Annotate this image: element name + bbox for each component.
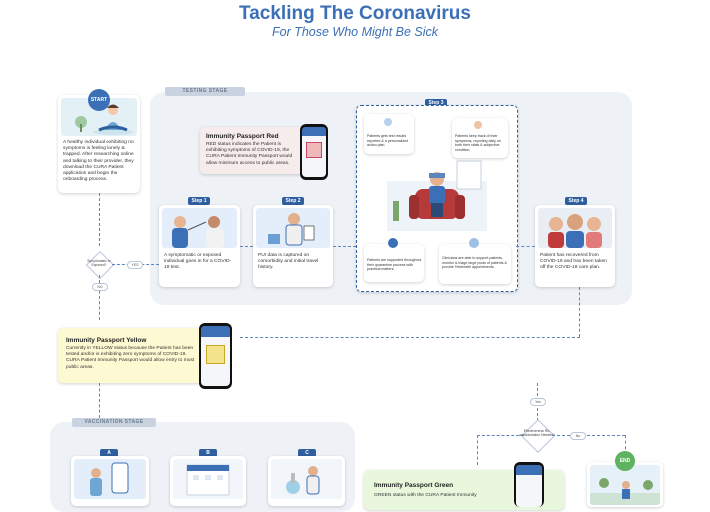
passport-yellow-phone — [199, 323, 232, 389]
step3-note-results: Patients gets test results reported & a … — [364, 114, 414, 154]
passport-green-screen — [516, 465, 542, 507]
step3-note-clinicians-text: Clinicians are able to support patients,… — [442, 256, 507, 270]
connector-step1-step2 — [240, 246, 253, 247]
step3-quarantine-illustration — [387, 160, 487, 231]
vaccination-tag-a: A — [100, 449, 118, 457]
step3-note-track-text: Patients keep track of their symptoms, r… — [455, 134, 501, 152]
connector-step4-down — [579, 287, 580, 337]
step2-card: PUI data is captured on comorbidity and … — [253, 205, 333, 287]
step3-note-results-text: Patients gets test results reported & a … — [367, 134, 409, 148]
passport-green-phone — [514, 462, 544, 507]
vaccination-b-illustration — [173, 459, 243, 499]
recovered-family-illustration — [548, 214, 602, 248]
phone-user-illustration — [90, 462, 129, 496]
end-illustration — [590, 465, 660, 505]
decision-symptomatic-yes: YES — [127, 261, 143, 269]
step3-note-supported-text: Patients are supported throughout their … — [367, 258, 422, 272]
passport-red-title: Immunity Passport Red — [206, 133, 279, 140]
connector-decision-right — [552, 435, 625, 436]
connector-decision-right-down — [625, 435, 626, 455]
step3-card: Patients gets test results reported & a … — [356, 105, 518, 292]
step4-text: Patient has recovered from COVID-19 and … — [540, 253, 607, 271]
vaccination-c-illustration — [271, 459, 342, 499]
passport-green-text: GREEN status with the CURA Patient Immun… — [374, 493, 477, 498]
results-icon — [384, 118, 392, 126]
step3-tag: Step 3 — [425, 99, 447, 107]
step4-card: Patient has recovered from COVID-19 and … — [535, 205, 615, 287]
passport-green-title: Immunity Passport Green — [374, 482, 454, 489]
vaccination-stage-label: VACCINATION STAGE — [72, 418, 156, 427]
step3-note-supported: Patients are supported throughout their … — [364, 238, 424, 282]
step3-note-clinicians: Clinicians are able to support patients,… — [439, 238, 511, 284]
start-text: A healthy individual exhibiting no sympt… — [63, 140, 134, 183]
tracking-icon — [474, 121, 482, 129]
calendar-illustration — [186, 464, 230, 496]
page-subtitle: For Those Who Might Be Sick — [271, 25, 439, 39]
data-capture-illustration — [268, 213, 315, 246]
start-card: START A healthy individual exhibiting no… — [58, 89, 140, 193]
step1-text: A symptomatic or exposed individual goes… — [164, 253, 232, 271]
passport-red-screen — [302, 127, 326, 177]
decision-symptomatic-no: NO — [92, 283, 108, 291]
start-badge: START — [88, 89, 110, 111]
vaccination-card-a — [71, 456, 149, 506]
passport-yellow-screen — [201, 326, 230, 386]
step2-illustration — [256, 208, 330, 248]
passport-red-phone — [300, 124, 328, 180]
page-title: Tackling The Coronavirus — [239, 3, 471, 24]
decision-vaccine-no: No — [570, 432, 586, 440]
vaccination-a-illustration — [74, 459, 146, 499]
connector-decision-left-down — [477, 435, 478, 465]
step3-note-track: Patients keep track of their symptoms, r… — [452, 118, 508, 158]
clinician-icon — [469, 238, 479, 248]
outdoor-scene-illustration — [590, 478, 660, 505]
connector-decision-no — [99, 275, 100, 320]
decision-vaccine-question: Effectiveness Re-administration Needed? — [519, 429, 555, 437]
step2-text: PUI data is captured on comorbidity and … — [258, 253, 319, 271]
step4-tag: Step 4 — [565, 197, 587, 205]
end-badge: END — [615, 451, 635, 471]
decision-vaccine-yes: Yes — [530, 398, 546, 406]
step1-illustration — [162, 208, 237, 248]
vaccination-tag-c: C — [298, 449, 316, 457]
decision-symptomatic-question: Symptomatic or Exposed? — [87, 259, 111, 267]
connector-step2-step3 — [333, 246, 356, 247]
passport-red-text: RED status indicates the Patient is exhi… — [206, 142, 293, 166]
covid-test-illustration — [172, 216, 224, 248]
step4-illustration — [538, 208, 612, 248]
vaccination-tag-b: B — [199, 449, 217, 457]
connector-step4-to-yellow — [240, 337, 580, 338]
support-icon — [388, 238, 398, 248]
vaccination-card-b — [170, 456, 246, 506]
passport-yellow-title: Immunity Passport Yellow — [66, 337, 147, 344]
connector-yellow-down — [99, 383, 100, 418]
passport-yellow-text: Currently in YELLOW status because the P… — [66, 346, 195, 370]
vaccine-lab-illustration — [286, 466, 320, 495]
connector-decision-left — [477, 435, 524, 436]
testing-stage-label: TESTING STAGE — [165, 87, 245, 96]
meditating-person-illustration — [75, 104, 133, 135]
vaccination-card-c — [268, 456, 345, 506]
step1-card: A symptomatic or exposed individual goes… — [159, 205, 240, 287]
connector-start-down — [99, 193, 100, 246]
step1-tag: Step 1 — [188, 197, 210, 205]
connector-step3-step4 — [516, 246, 535, 247]
step2-tag: Step 2 — [282, 197, 304, 205]
